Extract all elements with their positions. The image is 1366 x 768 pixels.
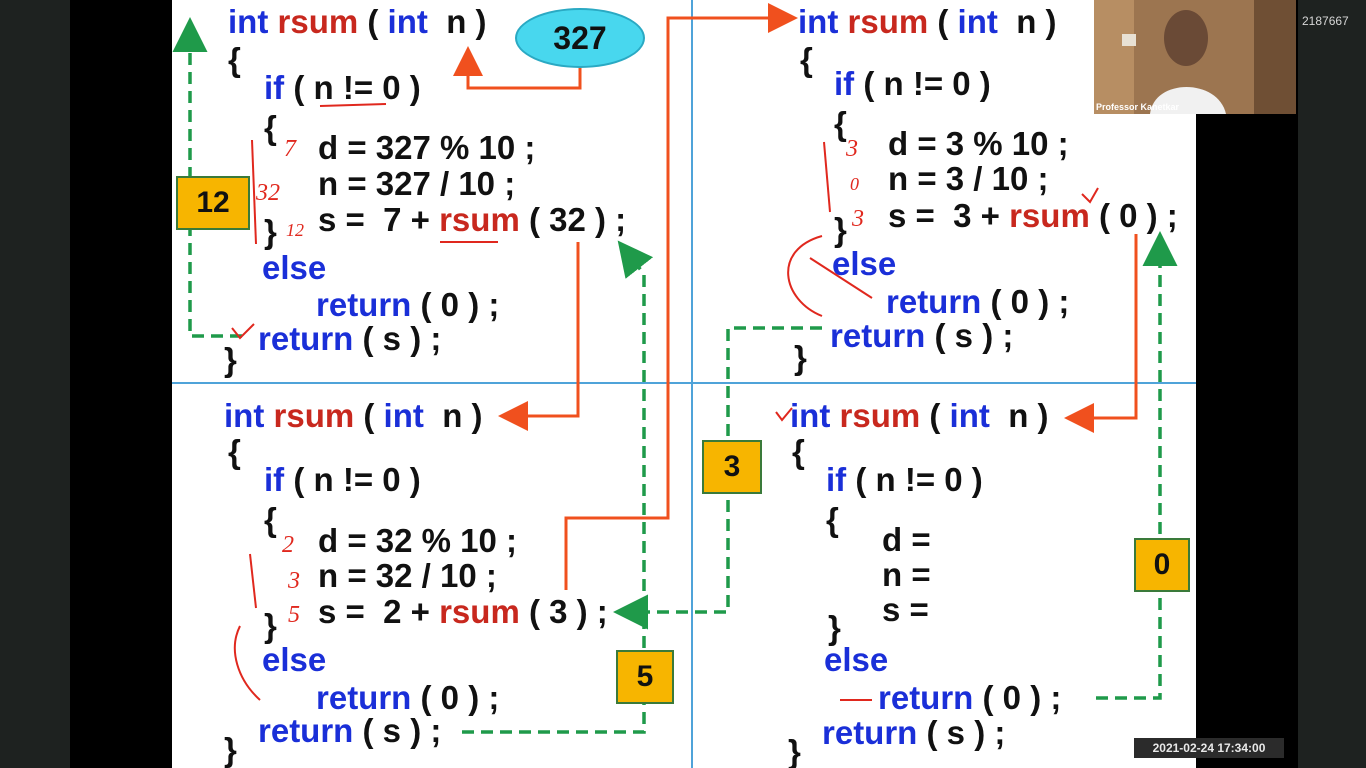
handwritten-annotation: 5 [288, 602, 300, 628]
return-s: return ( s ) ; [258, 712, 442, 749]
else-keyword: else [262, 249, 327, 286]
return-zero: return ( 0 ) ; [886, 283, 1070, 320]
code-line-n: n = 3 / 10 ; [888, 160, 1049, 197]
call-arrow [1064, 234, 1138, 433]
ink-check [231, 323, 255, 340]
open-brace: { [826, 501, 839, 538]
function-signature: int rsum ( int n ) [228, 3, 487, 40]
return-zero: return ( 0 ) ; [316, 286, 500, 323]
close-brace: } [264, 607, 277, 644]
close-brace: } [224, 341, 237, 378]
ink-curve [787, 235, 823, 317]
screen-right-margin [1196, 0, 1298, 768]
return-value-box: 3 [702, 440, 762, 494]
code-line-n: n = 32 / 10 ; [318, 557, 497, 594]
code-line-n: n = [882, 556, 931, 593]
ink-check [775, 407, 793, 422]
return-value-box: 12 [176, 176, 250, 230]
return-value-box: 5 [616, 650, 674, 704]
open-brace: { [228, 41, 241, 78]
recording-timestamp: 2021-02-24 17:34:00 [1134, 738, 1284, 758]
handwritten-annotation: 7 [284, 136, 297, 162]
code-line-d: d = 327 % 10 ; [318, 129, 536, 166]
return-arrow [462, 240, 654, 734]
code-line-s: s = 7 + rsum ( 32 ) ; [318, 201, 627, 238]
ink-bracket [823, 141, 831, 213]
ink-slash [809, 257, 873, 299]
function-signature: int rsum ( int n ) [798, 3, 1057, 40]
code-line-s: s = 3 + rsum ( 0 ) ; [888, 197, 1178, 234]
presenter-video-tile[interactable]: Professor Kanetkar [1094, 0, 1296, 114]
handwritten-annotation: 12 [286, 220, 304, 240]
close-brace: } [834, 211, 847, 248]
open-brace: { [228, 433, 241, 470]
call-arrow [498, 242, 580, 431]
function-signature: int rsum ( int n ) [224, 397, 483, 434]
handwritten-annotation: 0 [850, 174, 859, 194]
handwritten-annotation: 3 [851, 206, 864, 232]
if-statement: if ( n != 0 ) [264, 461, 421, 498]
return-s: return ( s ) ; [822, 714, 1006, 751]
handwritten-annotation: 32 [255, 180, 280, 206]
close-brace: } [828, 609, 841, 646]
input-value-bubble: 327 [515, 8, 645, 68]
return-s: return ( s ) ; [830, 317, 1014, 354]
else-keyword: else [832, 245, 897, 282]
handwritten-annotation: 2 [282, 532, 294, 558]
else-keyword: else [262, 641, 327, 678]
return-zero: return ( 0 ) ; [316, 679, 500, 716]
return-value-box: 0 [1134, 538, 1190, 592]
presenter-name: Professor Kanetkar [1096, 102, 1180, 112]
open-brace: { [800, 41, 813, 78]
return-s: return ( s ) ; [258, 320, 442, 357]
screen-left-margin [70, 0, 172, 768]
handwritten-annotation: 3 [287, 568, 300, 594]
else-keyword: else [824, 641, 889, 678]
close-brace: } [794, 339, 807, 376]
code-line-n: n = 327 / 10 ; [318, 165, 516, 202]
ink-bracket [249, 553, 257, 609]
call-arrow [564, 3, 798, 590]
ink-curve [233, 625, 261, 701]
if-statement: if ( n != 0 ) [834, 65, 991, 102]
code-line-d: d = 32 % 10 ; [318, 522, 518, 559]
code-line-s: s = [882, 591, 929, 628]
close-brace: } [224, 731, 237, 768]
code-line-d: d = 3 % 10 ; [888, 125, 1069, 162]
ink-bracket [251, 139, 257, 245]
annotation-overlay: 7 32 12 3 0 3 2 3 5 [172, 3, 1178, 734]
if-statement: if ( n != 0 ) [264, 69, 421, 106]
meeting-id: 2187667 [1302, 14, 1349, 28]
open-brace: { [264, 109, 277, 146]
close-brace: } [788, 733, 801, 768]
presentation-slide: int rsum ( int n ) { if ( n != 0 ) { d =… [172, 0, 1196, 768]
if-statement: if ( n != 0 ) [826, 461, 983, 498]
function-signature: int rsum ( int n ) [790, 397, 1049, 434]
ink-check [1081, 187, 1099, 204]
horizontal-divider [172, 382, 1196, 384]
return-arrow [1096, 231, 1178, 700]
presenter-avatar [1094, 0, 1296, 114]
vertical-divider [691, 0, 693, 768]
return-zero: return ( 0 ) ; [878, 679, 1062, 716]
open-brace: { [264, 501, 277, 538]
code-line-d: d = [882, 521, 931, 558]
call-arrow [453, 46, 582, 90]
code-line-s: s = 2 + rsum ( 3 ) ; [318, 593, 608, 630]
handwritten-annotation: 3 [845, 136, 858, 162]
open-brace: { [834, 105, 847, 142]
open-brace: { [792, 433, 805, 470]
ink-underline [319, 103, 387, 107]
close-brace: } [264, 213, 277, 250]
